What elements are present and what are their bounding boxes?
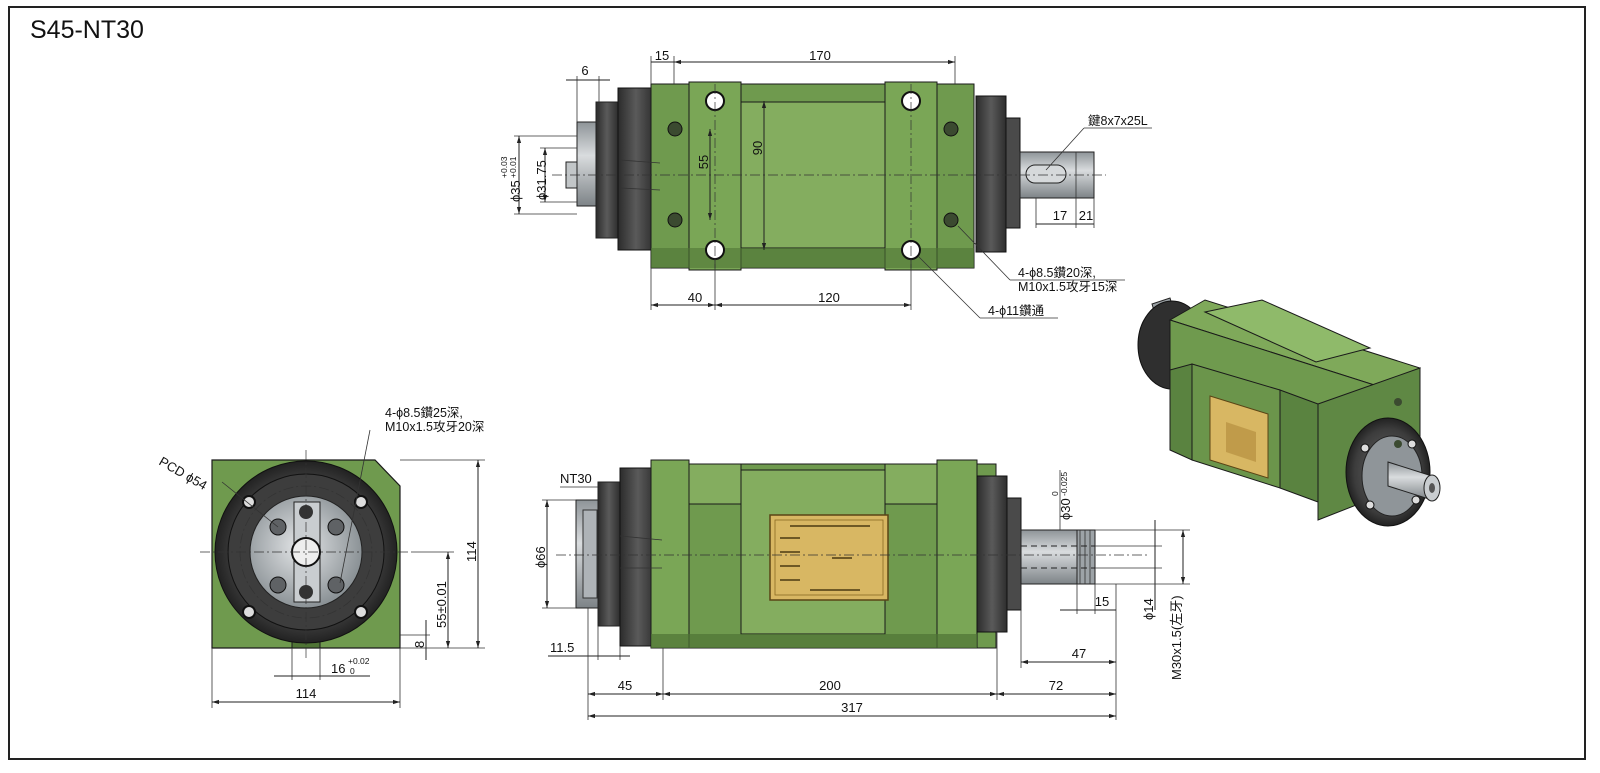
front-left-ring [597, 481, 621, 627]
front-left-flange [619, 467, 657, 647]
end-dim-16-tol-upper: +0.02 [348, 656, 370, 666]
front-dim-47: 47 [1072, 646, 1086, 661]
front-dim-11-5: 11.5 [550, 640, 574, 655]
front-dim-15: 15 [1095, 594, 1109, 609]
dim-dia31-75: ϕ31.75 [534, 160, 549, 200]
front-dim-dia30-tol-lower: -0.025 [1059, 472, 1069, 496]
front-thread [1076, 529, 1096, 585]
top-key [1025, 164, 1067, 184]
front-view: NT30 ϕ66 11.5 45 200 72 317 [533, 459, 1190, 720]
end-view: PCD ϕ54 4-ϕ8.5鑽25深, M10x1.5攻牙20深 114 55±… [157, 405, 485, 708]
note-holes-line2: M10x1.5攻牙15深 [1018, 280, 1117, 294]
dim-120: 120 [818, 290, 840, 305]
model-title: S45-NT30 [30, 16, 144, 44]
end-note-line1: 4-ϕ8.5鑽25深, [385, 405, 463, 420]
end-dim-114-h: 114 [464, 541, 479, 562]
dim-dia35-tol-lower: +0.01 [508, 156, 518, 178]
top-right-hub [1005, 117, 1021, 229]
end-dim-16: 16 [331, 661, 345, 676]
front-dim-72: 72 [1049, 678, 1063, 693]
front-dim-45: 45 [618, 678, 632, 693]
front-nameplate-lines [780, 525, 870, 591]
end-dim-8: 8 [412, 641, 427, 648]
front-nameplate [769, 514, 889, 601]
front-dim-m30: M30x1.5(左牙) [1169, 595, 1184, 680]
note-holes-line1: 4-ϕ8.5鑽20深, [1018, 265, 1096, 280]
front-dim-317: 317 [841, 700, 863, 715]
dim-170: 170 [809, 48, 831, 63]
front-output-shaft [1020, 529, 1078, 585]
end-note-line2: M10x1.5攻牙20深 [385, 420, 484, 434]
dim-dia35-tol-upper: +0.03 [499, 156, 509, 178]
front-dim-dia30-tol-upper: 0 [1050, 491, 1060, 496]
top-shadow [651, 248, 974, 268]
note-thru-holes: 4-ϕ11鑽通 [988, 303, 1045, 318]
note-key: 鍵8x7x25L [1088, 113, 1148, 128]
dim-40: 40 [688, 290, 702, 305]
front-dim-dia14: ϕ14 [1141, 598, 1156, 620]
front-right-flange [976, 475, 1008, 633]
dim-6: 6 [581, 63, 588, 78]
dim-90: 90 [750, 141, 765, 155]
dim-17: 17 [1053, 208, 1067, 223]
drawing-frame [8, 6, 1586, 760]
end-dim-16-tol-lower: 0 [350, 666, 355, 676]
front-dim-dia66: ϕ66 [533, 546, 548, 568]
top-left-ring [595, 101, 619, 239]
front-dim-dia30: ϕ30 [1058, 498, 1073, 520]
end-pcd: PCD ϕ54 [157, 454, 210, 493]
dim-21: 21 [1079, 208, 1093, 223]
top-view: 6 15 170 55 90 40 120 [499, 48, 1152, 319]
front-label-nt30: NT30 [560, 471, 592, 486]
dim-55-top: 55 [696, 155, 711, 169]
top-left-flange [617, 87, 655, 251]
top-right-flange [975, 95, 1007, 253]
end-dim-114-w: 114 [296, 686, 317, 701]
end-dim-55: 55±0.01 [434, 581, 449, 628]
dim-15-top: 15 [655, 48, 669, 63]
dim-dia35: ϕ35 [508, 180, 523, 202]
front-dim-200: 200 [819, 678, 841, 693]
isometric-view [1137, 297, 1441, 527]
